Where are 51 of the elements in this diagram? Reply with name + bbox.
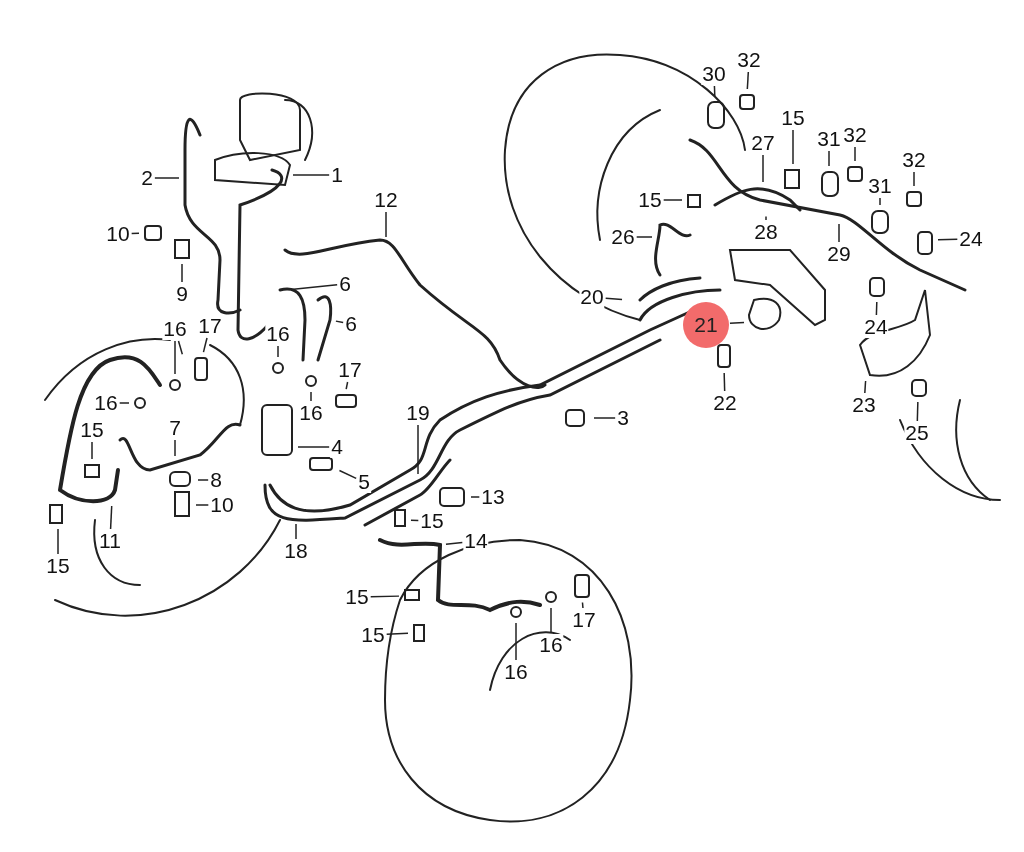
leader-line xyxy=(335,320,344,324)
leader-line xyxy=(369,595,400,598)
leader-line xyxy=(792,129,794,165)
leader-line xyxy=(195,504,210,506)
leader-line xyxy=(109,505,113,530)
leader-line xyxy=(338,469,357,480)
leader-line xyxy=(197,479,209,481)
leader-line xyxy=(277,345,279,358)
leader-line xyxy=(202,337,208,353)
leader-line xyxy=(91,441,93,460)
leader-line xyxy=(57,528,59,555)
leader-line xyxy=(765,215,767,221)
leader-line xyxy=(723,372,726,392)
leader-line xyxy=(581,601,584,609)
leader-line xyxy=(875,301,878,316)
leader-line xyxy=(762,154,764,183)
leader-line xyxy=(916,401,919,422)
leader-line xyxy=(174,340,176,375)
leader-line xyxy=(729,321,745,325)
leader-line xyxy=(297,446,330,448)
leader-line xyxy=(838,223,840,243)
leader-line xyxy=(310,391,312,402)
leader-line xyxy=(290,284,338,291)
leader-line xyxy=(445,541,464,546)
leader-line xyxy=(417,424,419,475)
leader-line xyxy=(864,380,867,394)
leader-line xyxy=(913,171,915,187)
leader-line xyxy=(854,146,856,162)
leader-line xyxy=(746,71,750,90)
leader-line xyxy=(515,622,517,661)
leader-line xyxy=(292,174,330,176)
leader-line xyxy=(174,439,176,457)
leader-line xyxy=(593,417,616,419)
leader-line xyxy=(154,177,180,179)
leader-line xyxy=(879,197,881,206)
highlighted-callout-number: 21 xyxy=(683,302,729,348)
leader-line xyxy=(295,523,297,540)
leader-line xyxy=(118,402,130,404)
leader-line xyxy=(604,297,623,301)
leader-line xyxy=(470,496,481,498)
leader-line xyxy=(385,211,387,238)
leader-line xyxy=(828,150,830,167)
leader-line xyxy=(181,263,183,283)
leader-line xyxy=(385,632,409,636)
leader-line xyxy=(635,236,653,238)
leader-line xyxy=(410,519,420,522)
leader-line xyxy=(937,238,959,241)
leader-line xyxy=(662,199,683,201)
leader-line xyxy=(177,340,184,355)
leader-line xyxy=(550,607,552,634)
leader-line xyxy=(130,232,140,235)
